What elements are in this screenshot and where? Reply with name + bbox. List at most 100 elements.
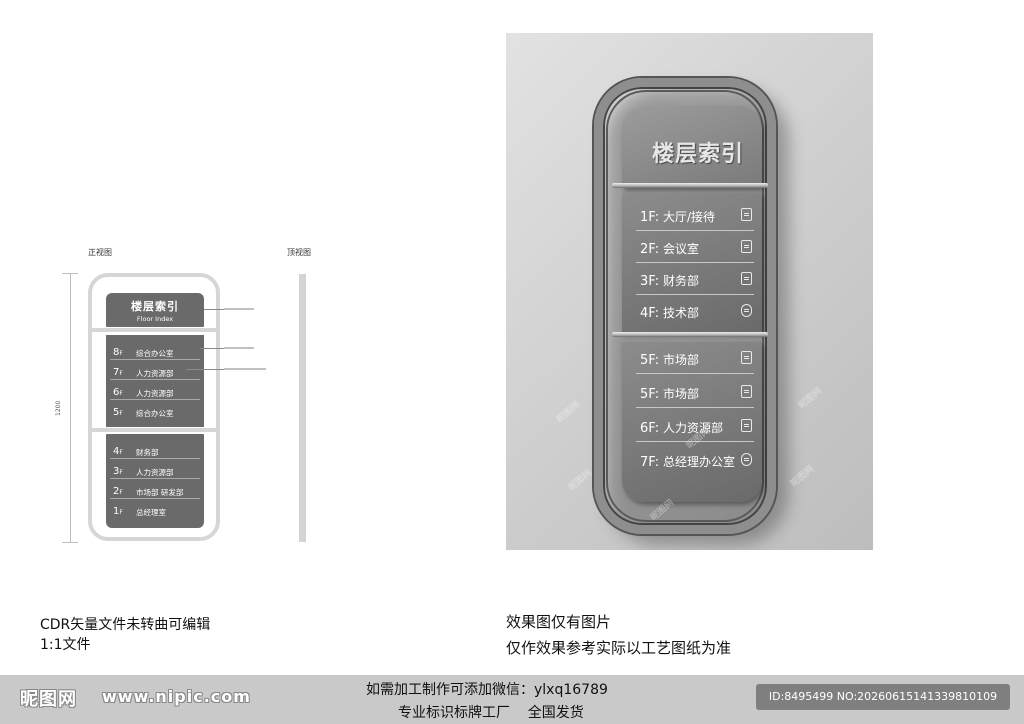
gear-icon xyxy=(741,385,752,398)
floor-number: 4 xyxy=(113,446,120,457)
drawing-floor-row: 8F 综合办公室 xyxy=(110,341,200,360)
annotation-note xyxy=(224,308,254,310)
caption-right-line1: 效果图仅有图片 xyxy=(506,613,612,631)
top-view-label: 顶视图 xyxy=(287,248,311,257)
sign-floor-row: 2F: 会议室 xyxy=(636,231,754,263)
sign-floor-name: 大厅/接待 xyxy=(662,210,715,224)
floor-name: 人力资源部 xyxy=(136,468,174,477)
drawing-lower-floor-panel xyxy=(106,434,204,528)
watermark: 昵图网 xyxy=(796,386,825,412)
drawing-floor-row: 2F 市场部 研发部 xyxy=(110,480,200,499)
image-id-badge: ID:8495499 NO:20260615141339810109 xyxy=(756,684,1010,710)
sign-floor-number: 3F: xyxy=(640,274,660,289)
sign-floor-number: 5F: xyxy=(640,353,660,368)
drawing-title-panel: 楼层索引 Floor Index xyxy=(106,293,204,327)
drawing-floor-row: 7F 人力资源部 xyxy=(110,361,200,380)
sign-floor-name: 市场部 xyxy=(662,353,699,367)
floor-name: 总经理室 xyxy=(136,508,166,517)
sign-upper-panel xyxy=(622,193,762,333)
drawing-upper-floor-panel xyxy=(106,335,204,427)
drawing-floor-row: 5F 综合办公室 xyxy=(110,401,200,420)
drawing-separator-middle xyxy=(92,428,216,432)
floor-unit: F xyxy=(119,350,123,357)
hand-icon xyxy=(741,351,752,364)
sign-floor-number: 6F: xyxy=(640,421,660,436)
caption-right-line2: 仅作效果参考实际以工艺图纸为准 xyxy=(506,639,732,657)
sign-floor-number: 5F: xyxy=(640,387,660,402)
sign-metal-frame xyxy=(594,78,776,534)
drawing-floor-row: 1F 总经理室 xyxy=(110,500,200,519)
footer-service-line: 专业标识标牌工厂 全国发货 xyxy=(398,705,584,721)
sign-floor-name: 市场部 xyxy=(662,387,699,401)
sign-floor-row: 3F: 财务部 xyxy=(636,263,754,295)
height-dimension-text: 1200 xyxy=(55,400,62,416)
floor-unit: F xyxy=(119,390,123,397)
sign-floor-row: 1F: 大厅/接待 xyxy=(636,199,754,231)
sign-floor-number: 1F: xyxy=(640,210,660,225)
floor-name: 市场部 研发部 xyxy=(136,488,184,497)
annotation-leader-line xyxy=(204,309,224,310)
height-dimension-line xyxy=(70,273,71,543)
annotation-leader-line xyxy=(186,369,224,370)
floor-number: 5 xyxy=(113,407,120,418)
floor-unit: F xyxy=(119,489,123,496)
floor-name: 财务部 xyxy=(136,448,159,457)
lightbulb-icon xyxy=(741,304,752,317)
dimension-tick-top xyxy=(62,273,78,274)
floor-number: 1 xyxy=(113,506,120,517)
annotation-note xyxy=(224,347,254,349)
sign-rail-top xyxy=(612,183,768,188)
floor-number: 8 xyxy=(113,347,120,358)
floor-unit: F xyxy=(119,370,123,377)
document-icon xyxy=(741,240,752,253)
dimension-tick-bottom xyxy=(62,542,78,543)
target-icon xyxy=(741,453,752,466)
top-view-drawing xyxy=(299,274,306,542)
sign-floor-number: 4F: xyxy=(640,306,660,321)
drawing-title-en: Floor Index xyxy=(136,315,174,323)
floor-number: 3 xyxy=(113,466,120,477)
floor-name: 人力资源部 xyxy=(136,389,174,398)
floor-unit: F xyxy=(119,509,123,516)
sign-floor-row: 4F: 技术部 xyxy=(636,295,754,327)
caption-left-line1: CDR矢量文件未转曲可编辑 xyxy=(40,617,211,633)
watermark: 昵图网 xyxy=(554,400,583,426)
drawing-separator-top xyxy=(92,328,216,332)
drawing-floor-row: 4F 财务部 xyxy=(110,440,200,459)
sign-floor-row: 6F: 人力资源部 xyxy=(636,410,754,442)
sign-floor-name: 财务部 xyxy=(662,274,699,288)
floor-name: 综合办公室 xyxy=(136,349,174,358)
sign-floor-name: 技术部 xyxy=(662,306,699,320)
annotation-note xyxy=(224,368,266,370)
render-photo: 楼层索引 1F: 大厅/接待 2F: 会议室 3F: 财务部 4F: 技术部 5… xyxy=(506,33,873,550)
floor-unit: F xyxy=(119,449,123,456)
sign-title: 楼层索引 xyxy=(652,142,745,167)
floor-unit: F xyxy=(119,469,123,476)
watermark: 昵图网 xyxy=(788,464,817,490)
front-view-label: 正视图 xyxy=(88,248,112,257)
sign-rail-middle xyxy=(612,332,768,337)
sign-title-panel xyxy=(622,106,762,188)
sign-floor-number: 7F: xyxy=(640,455,660,470)
footer-bar: 昵图网 www.nipic.com 如需加工制作可添加微信：ylxq16789 … xyxy=(0,675,1024,724)
floor-number: 6 xyxy=(113,387,120,398)
drawing-floor-row: 6F 人力资源部 xyxy=(110,381,200,400)
footer-wechat-line: 如需加工制作可添加微信：ylxq16789 xyxy=(366,682,608,698)
floor-name: 综合办公室 xyxy=(136,409,174,418)
sign-floor-row: 5F: 市场部 xyxy=(636,342,754,374)
watermark: 昵图网 xyxy=(566,468,595,494)
drawing-title-zh: 楼层索引 xyxy=(131,300,179,313)
sign-floor-row: 7F: 总经理办公室 xyxy=(636,444,754,476)
sign-floor-name: 总经理办公室 xyxy=(662,455,735,469)
floor-number: 7 xyxy=(113,367,120,378)
annotation-leader-line xyxy=(200,348,224,349)
brand-url: www.nipic.com xyxy=(102,687,251,706)
sign-floor-number: 2F: xyxy=(640,242,660,257)
sign-inner-frame xyxy=(606,90,764,522)
caption-left-line2: 1:1文件 xyxy=(40,637,91,653)
document-icon xyxy=(741,208,752,221)
sign-floor-row: 5F: 市场部 xyxy=(636,376,754,408)
sign-floor-name: 会议室 xyxy=(662,242,699,256)
drawing-floor-row: 3F 人力资源部 xyxy=(110,460,200,479)
sign-floor-name: 人力资源部 xyxy=(662,421,723,435)
